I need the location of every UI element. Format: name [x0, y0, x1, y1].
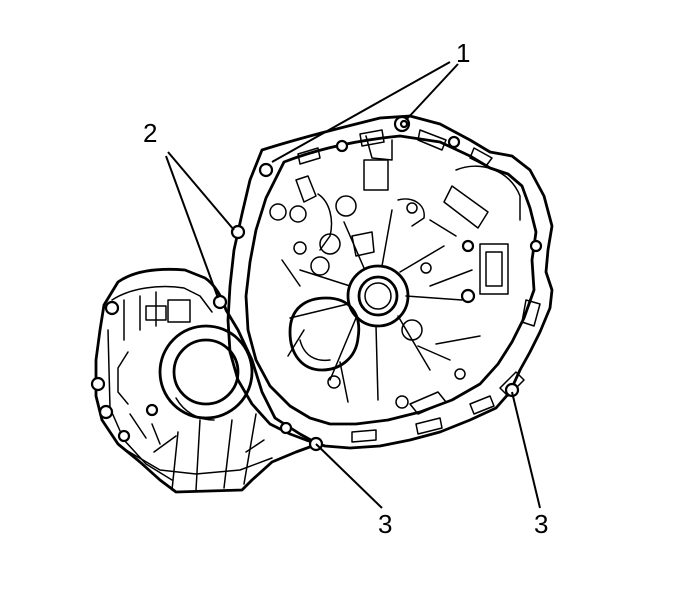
callout-3-right: 3 [534, 509, 548, 539]
callout-2: 2 [143, 118, 157, 148]
callout-3-left: 3 [378, 509, 392, 539]
callout-leaders [165, 61, 541, 509]
bell-housing [226, 114, 554, 452]
leader-1a [271, 61, 451, 163]
differential-housing [90, 267, 320, 494]
callout-1: 1 [456, 38, 470, 68]
callout-labels: 1 2 3 3 [143, 38, 548, 539]
leader-2b [165, 155, 219, 299]
leader-1b [405, 63, 459, 121]
leader-3b [511, 391, 541, 509]
leader-3a [315, 443, 383, 509]
leader-2a [167, 151, 235, 231]
